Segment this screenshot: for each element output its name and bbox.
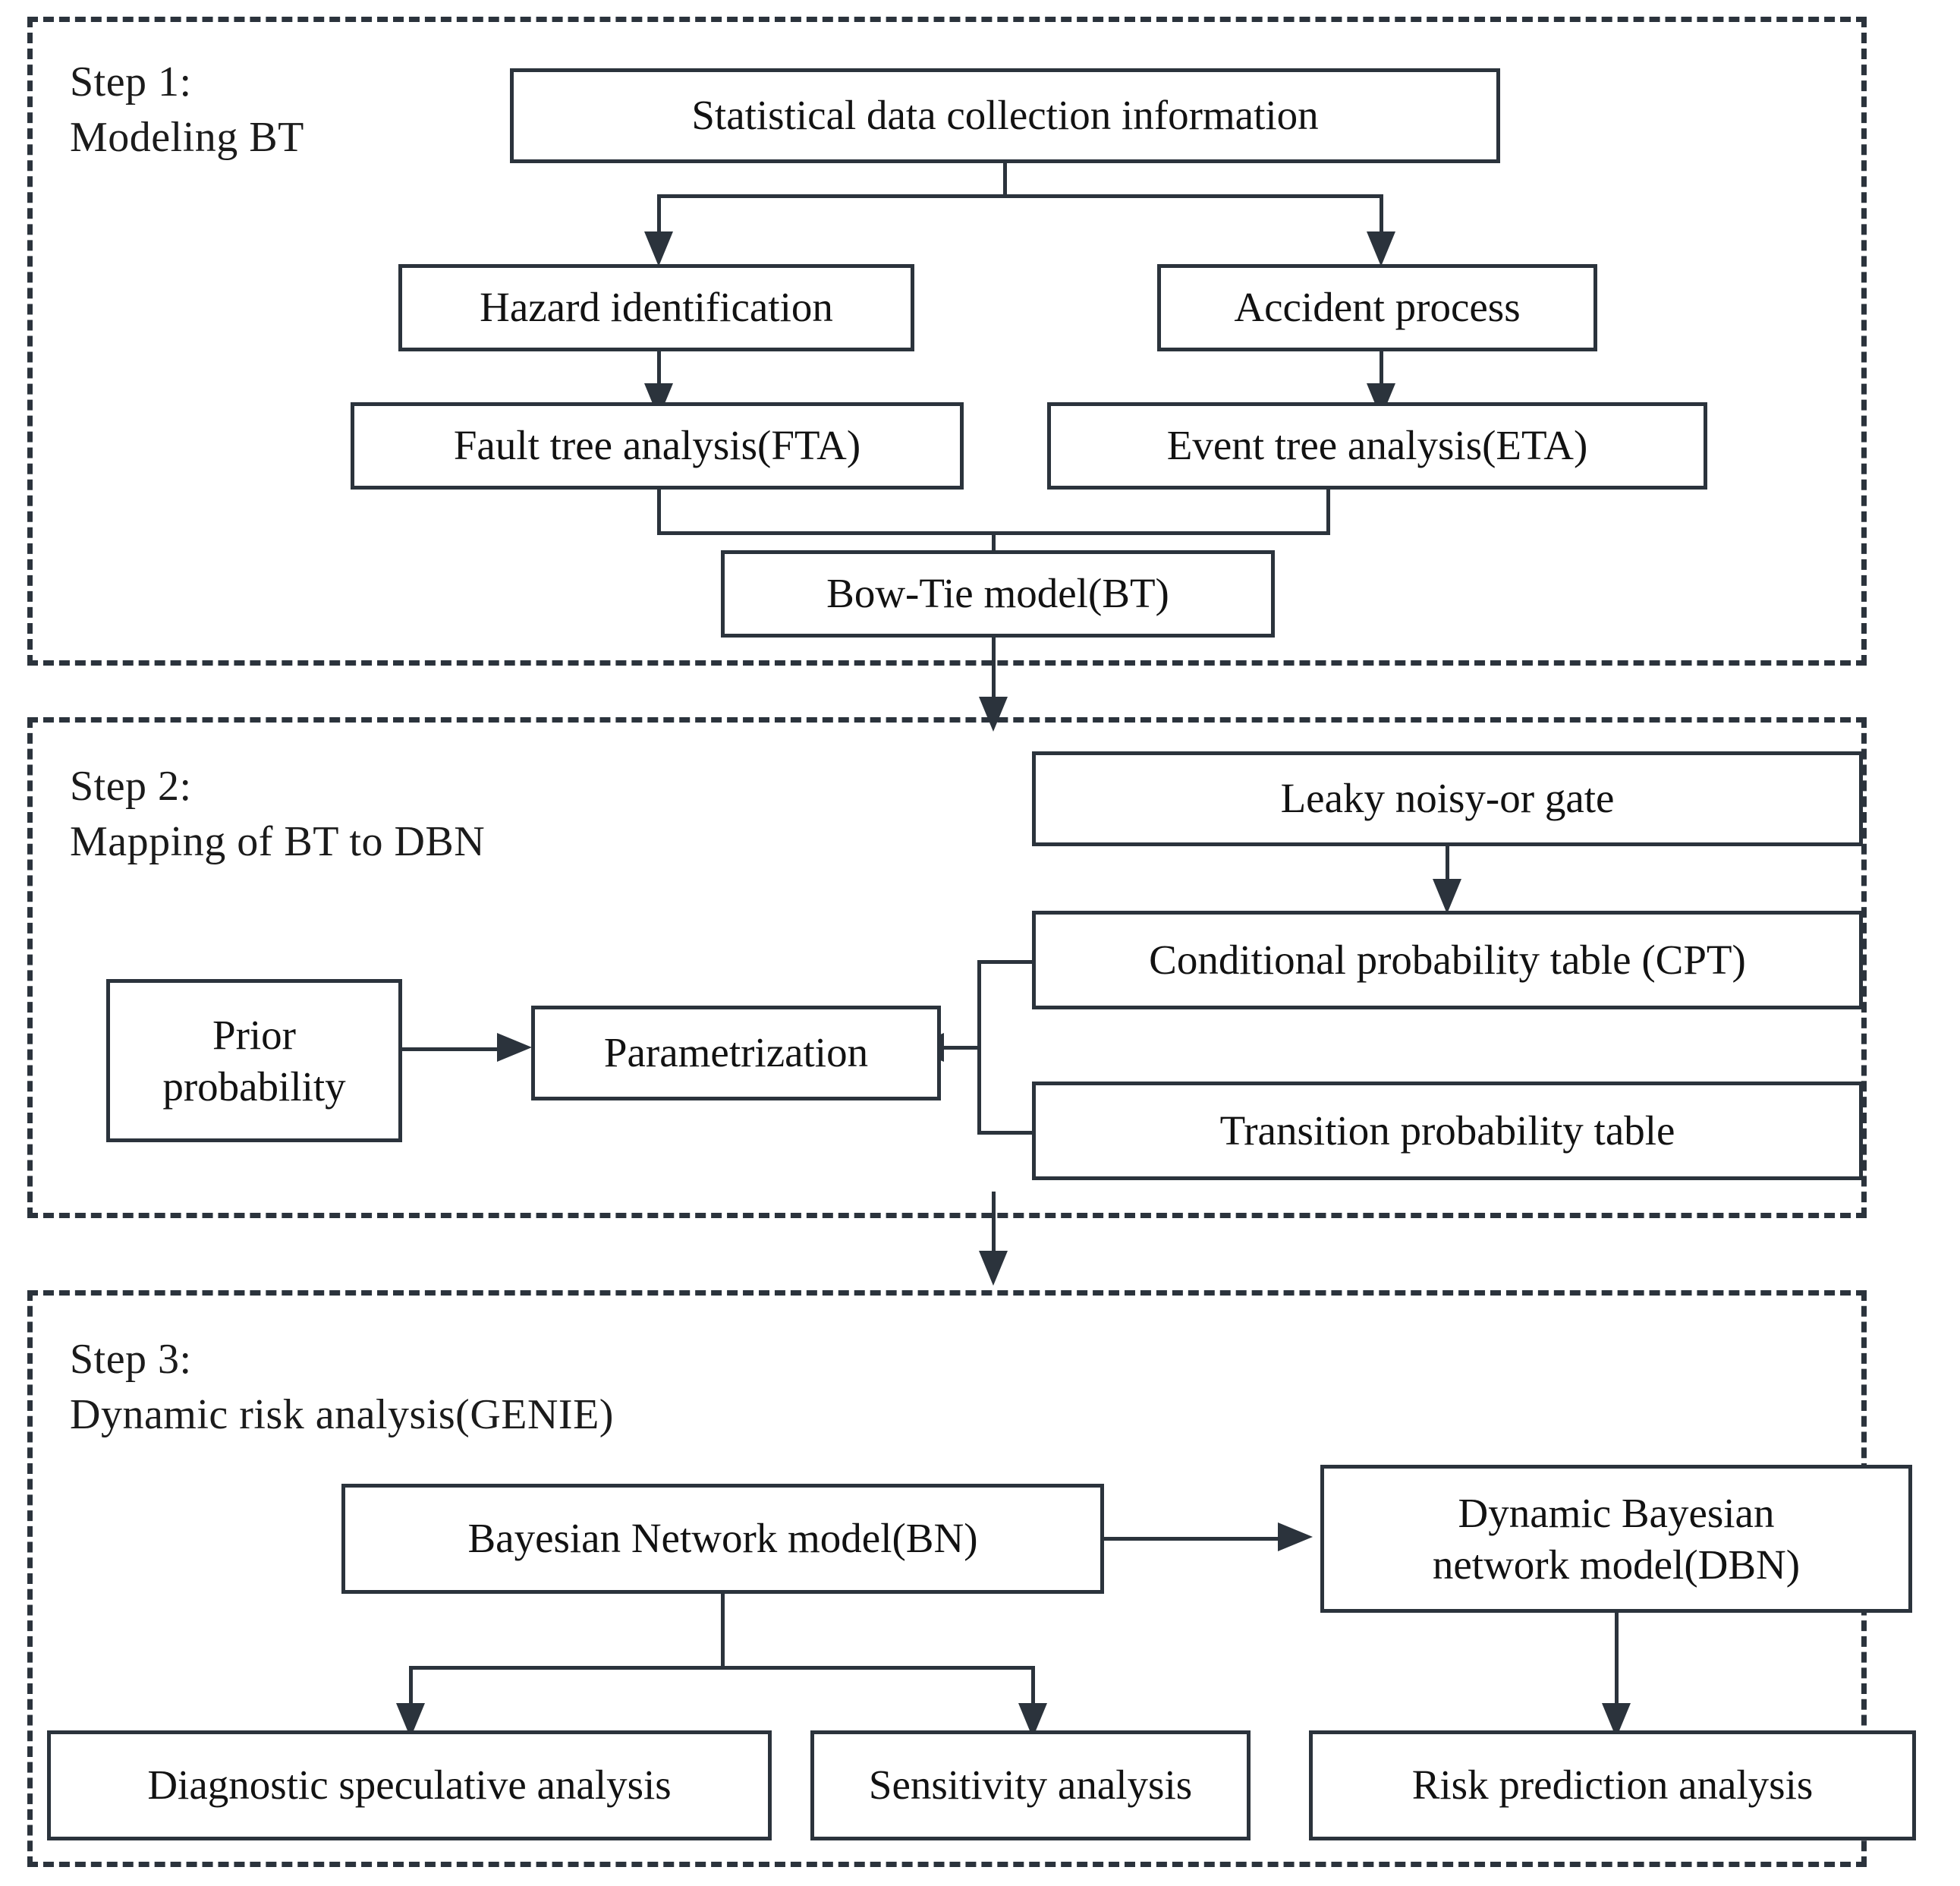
node-statistical-data-collection[interactable]: Statistical data collection information: [510, 68, 1500, 163]
step-1-container: [27, 17, 1867, 666]
connector-step2-to-step3: [992, 1192, 996, 1254]
step-1-label: Step 1: Modeling BT: [70, 58, 304, 161]
connector-to-diagnostic: [409, 1666, 413, 1705]
node-event-tree-analysis[interactable]: Event tree analysis(ETA): [1047, 402, 1707, 490]
connector-transition-out: [977, 1131, 1034, 1135]
connector-step1-to-step2: [992, 638, 996, 700]
node-parametrization[interactable]: Parametrization: [531, 1006, 941, 1100]
connector-stat-down: [1003, 163, 1007, 196]
connector-to-accident: [1380, 194, 1383, 234]
node-accident-process[interactable]: Accident process: [1157, 264, 1597, 351]
connector-bracket-to-parametrization: [943, 1046, 981, 1050]
arrow-step1-to-step2: [979, 697, 1008, 732]
connector-leaky-to-cpt: [1446, 846, 1449, 883]
node-fault-tree-analysis[interactable]: Fault tree analysis(FTA): [351, 402, 964, 490]
connector-bn-split: [409, 1666, 1035, 1670]
connector-to-sensitivity: [1031, 1666, 1035, 1705]
connector-fta-down: [657, 490, 661, 534]
connector-bn-down: [721, 1594, 725, 1670]
connector-stat-split: [657, 194, 1380, 198]
node-conditional-probability-table[interactable]: Conditional probability table (CPT): [1032, 911, 1863, 1009]
connector-eta-down: [1326, 490, 1330, 534]
arrow-to-parametrization-left: [497, 1033, 532, 1062]
node-diagnostic-speculative-analysis[interactable]: Diagnostic speculative analysis: [47, 1730, 772, 1840]
node-prior-probability[interactable]: Prior probability: [106, 979, 402, 1142]
node-dynamic-bayesian-network-model[interactable]: Dynamic Bayesian network model(DBN): [1320, 1465, 1912, 1613]
connector-bn-to-dbn: [1104, 1537, 1280, 1541]
node-leaky-noisy-or-gate[interactable]: Leaky noisy-or gate: [1032, 751, 1863, 846]
node-hazard-identification[interactable]: Hazard identification: [398, 264, 914, 351]
arrow-to-accident-process: [1367, 231, 1395, 266]
node-bayesian-network-model[interactable]: Bayesian Network model(BN): [341, 1484, 1104, 1594]
arrow-to-dbn: [1278, 1522, 1313, 1551]
arrow-step2-to-step3: [979, 1251, 1008, 1286]
node-bowtie-model[interactable]: Bow-Tie model(BT): [721, 550, 1275, 638]
node-sensitivity-analysis[interactable]: Sensitivity analysis: [810, 1730, 1251, 1840]
connector-dbn-down: [1615, 1613, 1619, 1705]
connector-cpt-out: [977, 960, 1034, 964]
connector-merge-to-bowtie: [992, 531, 996, 567]
step-2-label: Step 2: Mapping of BT to DBN: [70, 763, 486, 865]
connector-accident-to-eta: [1380, 351, 1383, 387]
step-3-label: Step 3: Dynamic risk analysis(GENIE): [70, 1336, 614, 1438]
connector-prior-to-parametrization: [402, 1047, 499, 1051]
connector-hazard-to-fta: [657, 351, 661, 387]
arrow-to-cpt: [1433, 879, 1461, 914]
node-transition-probability-table[interactable]: Transition probability table: [1032, 1082, 1863, 1180]
step-2-container: [27, 717, 1867, 1218]
connector-to-hazard: [657, 194, 661, 234]
node-risk-prediction-analysis[interactable]: Risk prediction analysis: [1309, 1730, 1916, 1840]
arrow-to-hazard-identification: [644, 231, 673, 266]
